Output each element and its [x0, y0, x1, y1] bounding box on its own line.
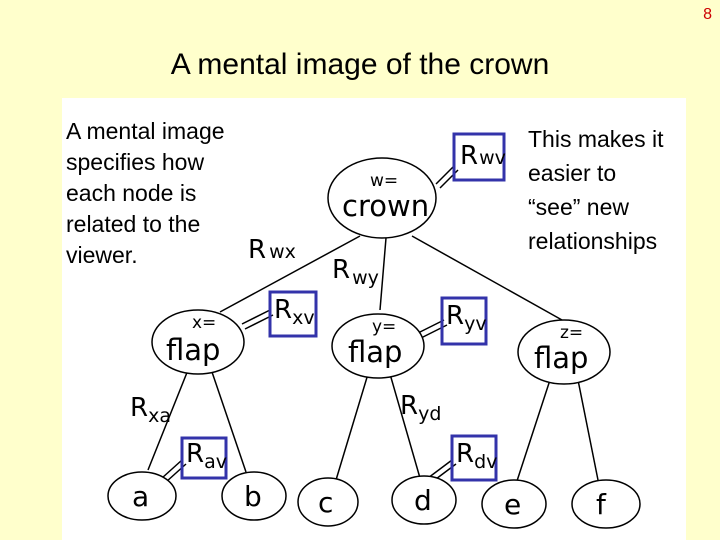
left-caption: A mental image specifies how each node i…: [66, 118, 225, 268]
edge-crown-y: [379, 237, 387, 311]
leaf-node-d: [391, 475, 457, 525]
leaf-a: a: [132, 480, 149, 513]
edge-crown-z: [411, 235, 563, 321]
flap-z-label: flap: [534, 341, 588, 375]
tree-diagram: w= crown x= flap y= flap z= flap a b c d…: [107, 132, 641, 529]
tree-nodes: [107, 157, 641, 529]
leaf-node-e: [481, 479, 547, 529]
leaf-node-c: [297, 477, 359, 527]
link-x-xv-2: [244, 314, 274, 330]
flap-y-label: flap: [348, 335, 402, 369]
edge-x-b: [211, 371, 247, 473]
node-flap-z: [517, 319, 611, 385]
flap-z-var: z=: [560, 323, 583, 343]
box-rwv: [452, 132, 506, 182]
relation-xa: Rxa: [130, 393, 171, 427]
slide-title: A mental image of the crown: [170, 48, 550, 81]
leaf-node-f: [571, 479, 641, 529]
flap-y-var: y=: [372, 317, 396, 337]
leaf-f: f: [596, 488, 607, 521]
relation-yd: Ryd: [400, 391, 441, 425]
leaf-b: b: [244, 480, 262, 513]
node-flap-x: [151, 309, 245, 375]
relation-dv: Rdv: [456, 439, 497, 473]
crown-label: crown: [342, 189, 429, 223]
edge-z-e: [515, 379, 551, 485]
leaf-node-a: [107, 471, 177, 521]
box-rxv: [268, 290, 318, 338]
link-a-av-1: [161, 459, 183, 479]
link-crown-wv-1: [435, 165, 455, 185]
node-crown: [327, 157, 437, 239]
leaf-e: e: [504, 488, 521, 521]
edge-crown-x: [219, 235, 361, 313]
flap-x-var: x=: [192, 313, 216, 333]
viewer-relation-boxes: Rwv Rxv Ryv Rav Rdv: [180, 132, 506, 482]
edge-y-c: [335, 373, 369, 481]
relation-wv: Rwv: [460, 141, 506, 171]
slide-number: 8: [703, 6, 712, 23]
crown-diagram: w= crown x= flap y= flap z= flap a b c d…: [62, 98, 686, 540]
box-rdv: [450, 434, 498, 482]
crown-var: w=: [370, 171, 398, 191]
tree-edges: [147, 165, 599, 485]
box-rav: [180, 436, 228, 480]
edge-x-a: [147, 369, 189, 471]
box-ryv: [440, 296, 488, 346]
relation-yv: Ryv: [446, 301, 487, 335]
leaf-node-b: [221, 471, 287, 521]
leaf-d: d: [414, 484, 432, 517]
leaf-c: c: [318, 486, 333, 519]
right-caption: This makes it easier to “see” new relati…: [528, 126, 664, 254]
relation-xv: Rxv: [274, 295, 315, 329]
flap-x-label: flap: [166, 333, 220, 367]
relation-av: Rav: [186, 439, 227, 473]
edge-z-f: [577, 379, 599, 481]
link-d-dv-1: [427, 459, 453, 479]
edge-y-d: [389, 373, 421, 479]
node-flap-y: [331, 313, 425, 379]
link-x-xv-1: [241, 309, 271, 325]
link-y-yv-1: [415, 319, 445, 335]
